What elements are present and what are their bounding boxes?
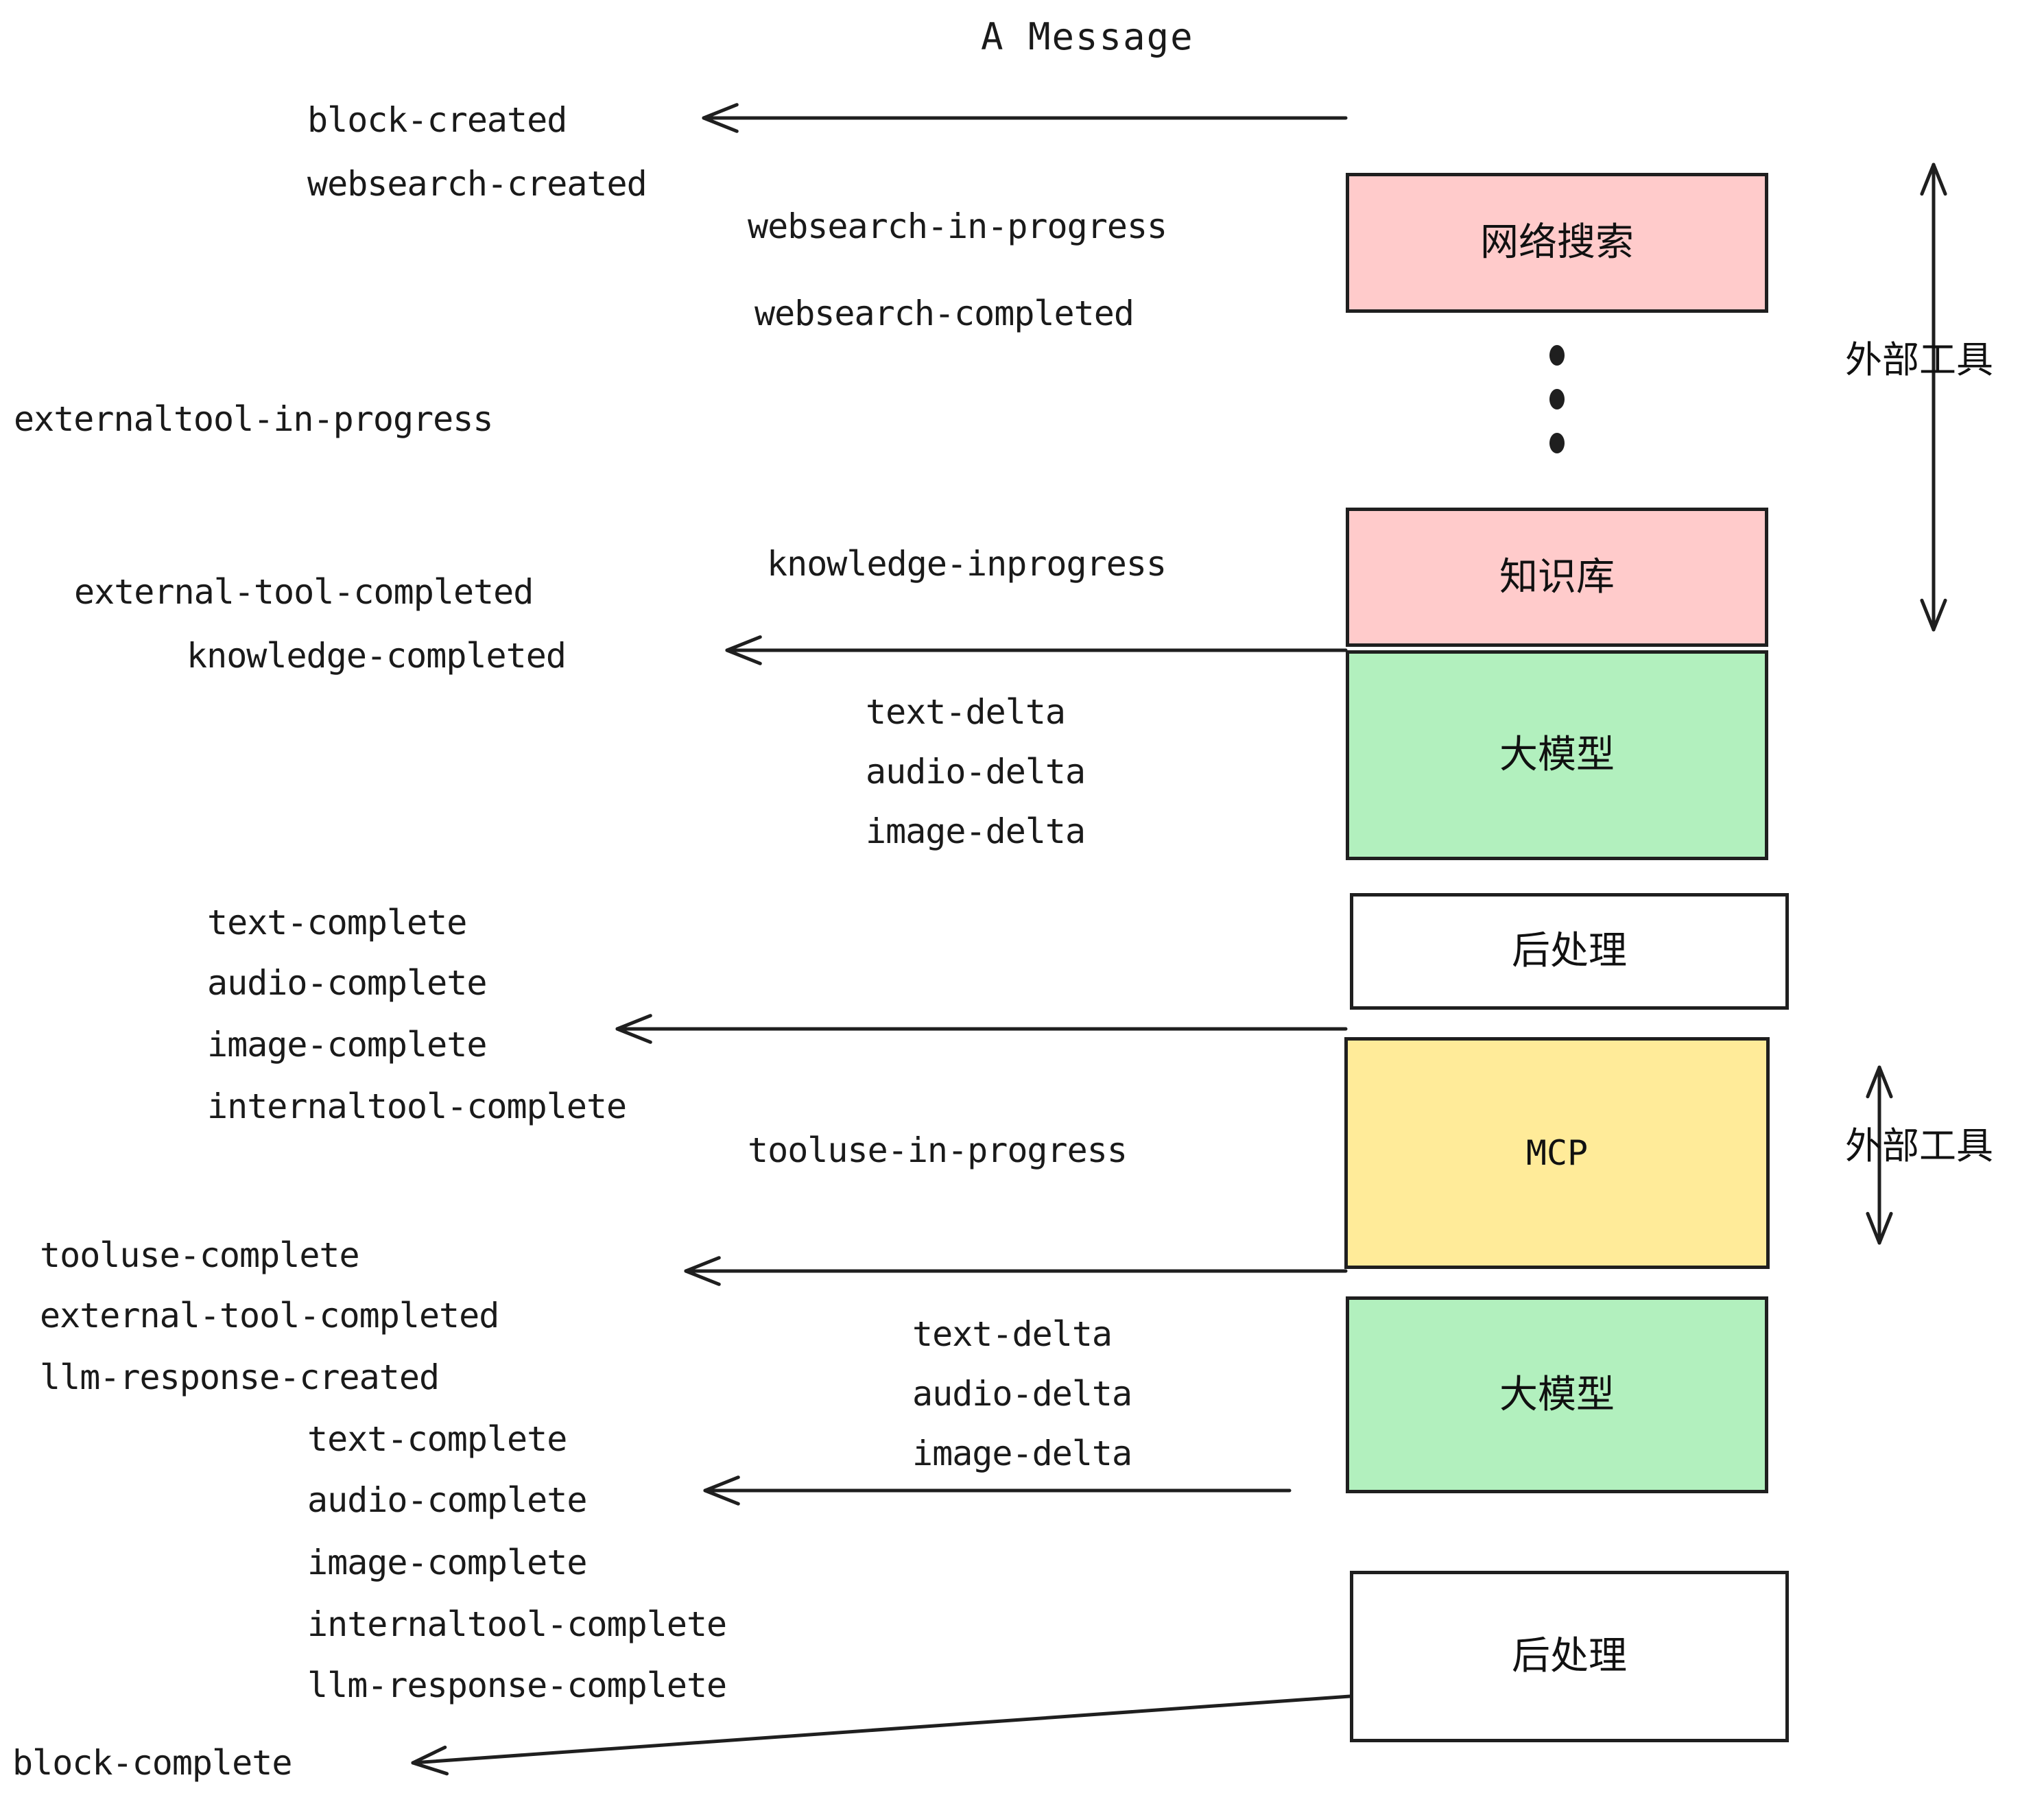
- event-label-external-tool-completed-1: external-tool-completed: [74, 572, 534, 612]
- arrow-image-complete: [615, 1014, 1348, 1044]
- event-label-audio-complete-2: audio-complete: [307, 1480, 587, 1520]
- event-label-image-complete-2: image-complete: [307, 1543, 587, 1582]
- event-label-knowledge-inprogress: knowledge-inprogress: [767, 544, 1167, 584]
- node-label-postprocess-2: 后处理: [1512, 1634, 1627, 1678]
- arrow-image-complete-head: [615, 1014, 652, 1044]
- arrow-block-created-head: [702, 103, 739, 133]
- event-label-image-delta-1: image-delta: [866, 811, 1086, 851]
- node-llm-1[interactable]: 大模型: [1346, 650, 1768, 860]
- event-label-block-complete: block-complete: [12, 1743, 292, 1783]
- node-postprocess-2[interactable]: 后处理: [1350, 1571, 1789, 1742]
- event-label-llm-response-created: llm-response-created: [40, 1357, 440, 1397]
- node-postprocess-1[interactable]: 后处理: [1350, 893, 1789, 1010]
- event-label-text-delta-2: text-delta: [912, 1314, 1113, 1354]
- node-label-knowledge: 知识库: [1499, 554, 1615, 600]
- page-title: A Message: [981, 15, 1194, 58]
- event-label-websearch-created: websearch-created: [307, 164, 647, 204]
- vertical-ellipsis-icon: [1549, 345, 1565, 453]
- arrow-block-complete: [411, 1694, 1352, 1776]
- arrow-tooluse-complete: [684, 1256, 1348, 1286]
- node-label-postprocess-1: 后处理: [1512, 929, 1627, 973]
- event-label-llm-response-complete: llm-response-complete: [307, 1665, 727, 1705]
- external-tools-range-top: [1920, 163, 1947, 632]
- side-label-external-tools-top: 外部工具: [1845, 338, 1993, 381]
- event-label-audio-delta-1: audio-delta: [866, 752, 1086, 792]
- event-label-text-complete-1: text-complete: [207, 903, 467, 942]
- node-label-llm-1: 大模型: [1499, 733, 1615, 777]
- event-label-internaltool-complete-1: internaltool-complete: [207, 1087, 627, 1126]
- ellipsis-dot-1: [1549, 345, 1565, 366]
- node-label-websearch: 网络搜索: [1480, 220, 1634, 265]
- node-mcp[interactable]: MCP: [1344, 1037, 1770, 1269]
- node-knowledge[interactable]: 知识库: [1346, 508, 1768, 647]
- external-tools-range-bottom-head-down: [1866, 1211, 1893, 1245]
- event-label-image-delta-2: image-delta: [912, 1434, 1132, 1473]
- external-tools-range-top-head-up: [1920, 163, 1947, 196]
- node-llm-2[interactable]: 大模型: [1346, 1296, 1768, 1493]
- event-label-externaltool-in-progress: externaltool-in-progress: [14, 399, 493, 439]
- event-label-tooluse-in-progress: tooluse-in-progress: [748, 1130, 1128, 1170]
- event-label-internaltool-complete-2: internaltool-complete: [307, 1604, 727, 1644]
- side-label-external-tools-bottom: 外部工具: [1845, 1124, 1993, 1167]
- event-label-text-delta-1: text-delta: [866, 692, 1066, 732]
- node-websearch[interactable]: 网络搜索: [1346, 173, 1768, 313]
- external-tools-range-bottom-head-up: [1866, 1065, 1893, 1099]
- event-label-websearch-in-progress: websearch-in-progress: [748, 206, 1167, 246]
- arrow-block-complete-head: [411, 1745, 449, 1776]
- node-label-mcp: MCP: [1525, 1133, 1589, 1173]
- ellipsis-dot-2: [1549, 389, 1565, 410]
- event-label-text-complete-2: text-complete: [307, 1419, 567, 1459]
- arrow-audio-complete: [703, 1475, 1292, 1506]
- arrow-knowledge-completed: [725, 635, 1348, 665]
- node-label-llm-2: 大模型: [1499, 1372, 1615, 1417]
- arrow-audio-complete-head: [703, 1475, 740, 1506]
- ellipsis-dot-3: [1549, 433, 1565, 453]
- event-label-image-complete-1: image-complete: [207, 1025, 487, 1065]
- event-label-audio-complete-1: audio-complete: [207, 963, 487, 1003]
- arrow-knowledge-completed-head: [725, 635, 762, 665]
- external-tools-range-top-head-down: [1920, 598, 1947, 632]
- event-label-websearch-completed: websearch-completed: [754, 294, 1134, 333]
- event-label-knowledge-completed: knowledge-completed: [187, 636, 567, 676]
- event-label-audio-delta-2: audio-delta: [912, 1374, 1132, 1414]
- external-tools-range-bottom: [1866, 1065, 1893, 1245]
- arrow-tooluse-complete-head: [684, 1256, 721, 1286]
- event-label-tooluse-complete: tooluse-complete: [40, 1235, 360, 1275]
- event-label-block-created: block-created: [307, 100, 567, 140]
- arrow-block-created: [702, 103, 1348, 133]
- event-label-external-tool-completed-2: external-tool-completed: [40, 1296, 499, 1336]
